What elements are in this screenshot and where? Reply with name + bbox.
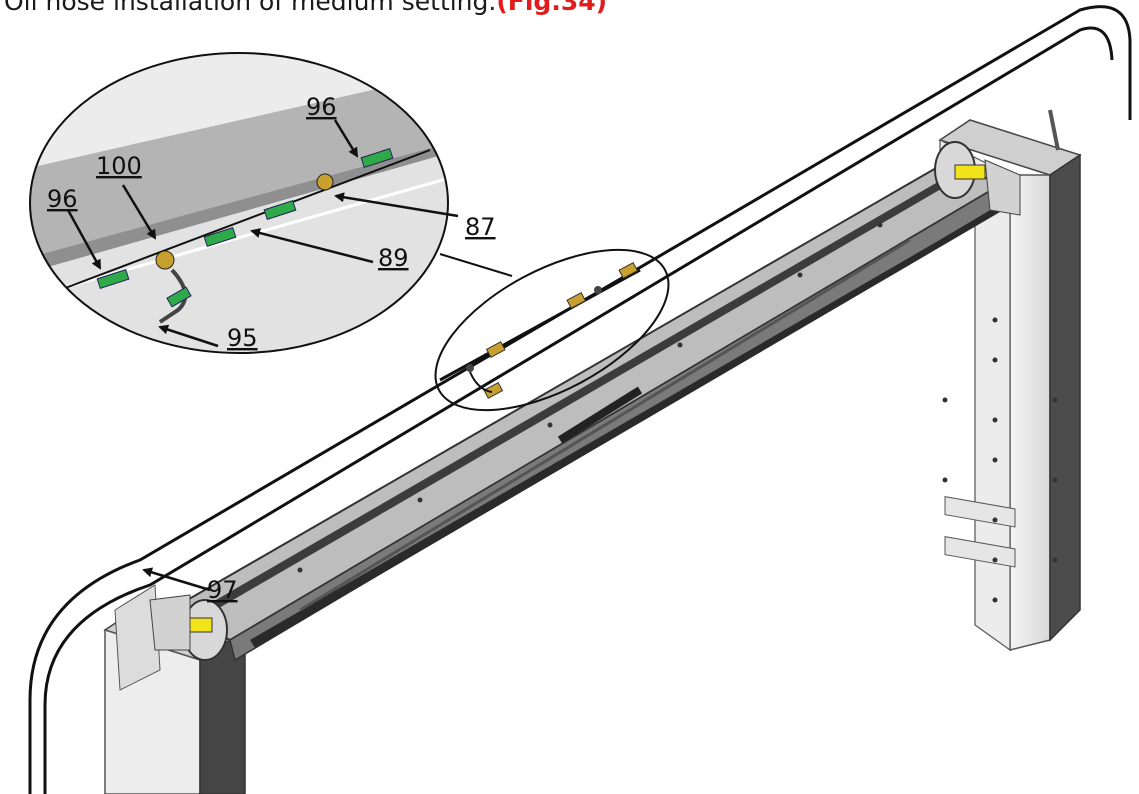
callout-96-left: 96 bbox=[47, 185, 78, 213]
detail-zoom-view bbox=[29, 52, 449, 354]
overhead-beam bbox=[167, 158, 1003, 662]
oil-hose-outer bbox=[28, 5, 1132, 794]
callout-95: 95 bbox=[227, 324, 258, 352]
detail-highlight-ellipse bbox=[434, 248, 670, 412]
callout-97: 97 bbox=[207, 576, 238, 604]
left-cylinder-end bbox=[149, 594, 228, 661]
figure-reference: (Fig.34) bbox=[496, 0, 608, 16]
callout-89: 89 bbox=[378, 244, 409, 272]
detail-connector-line bbox=[439, 253, 513, 277]
page-heading: Oil hose installation of medium setting.… bbox=[4, 0, 607, 16]
callout-87: 87 bbox=[465, 213, 496, 241]
beam-hose-assembly bbox=[439, 262, 641, 399]
callout-96-upper: 96 bbox=[306, 93, 337, 121]
heading-text: Oil hose installation of medium setting. bbox=[4, 0, 497, 16]
right-cylinder-end bbox=[934, 141, 1021, 216]
callout-100: 100 bbox=[96, 152, 142, 180]
oil-hose-inner bbox=[43, 26, 1114, 794]
callout-leaders bbox=[66, 119, 459, 592]
